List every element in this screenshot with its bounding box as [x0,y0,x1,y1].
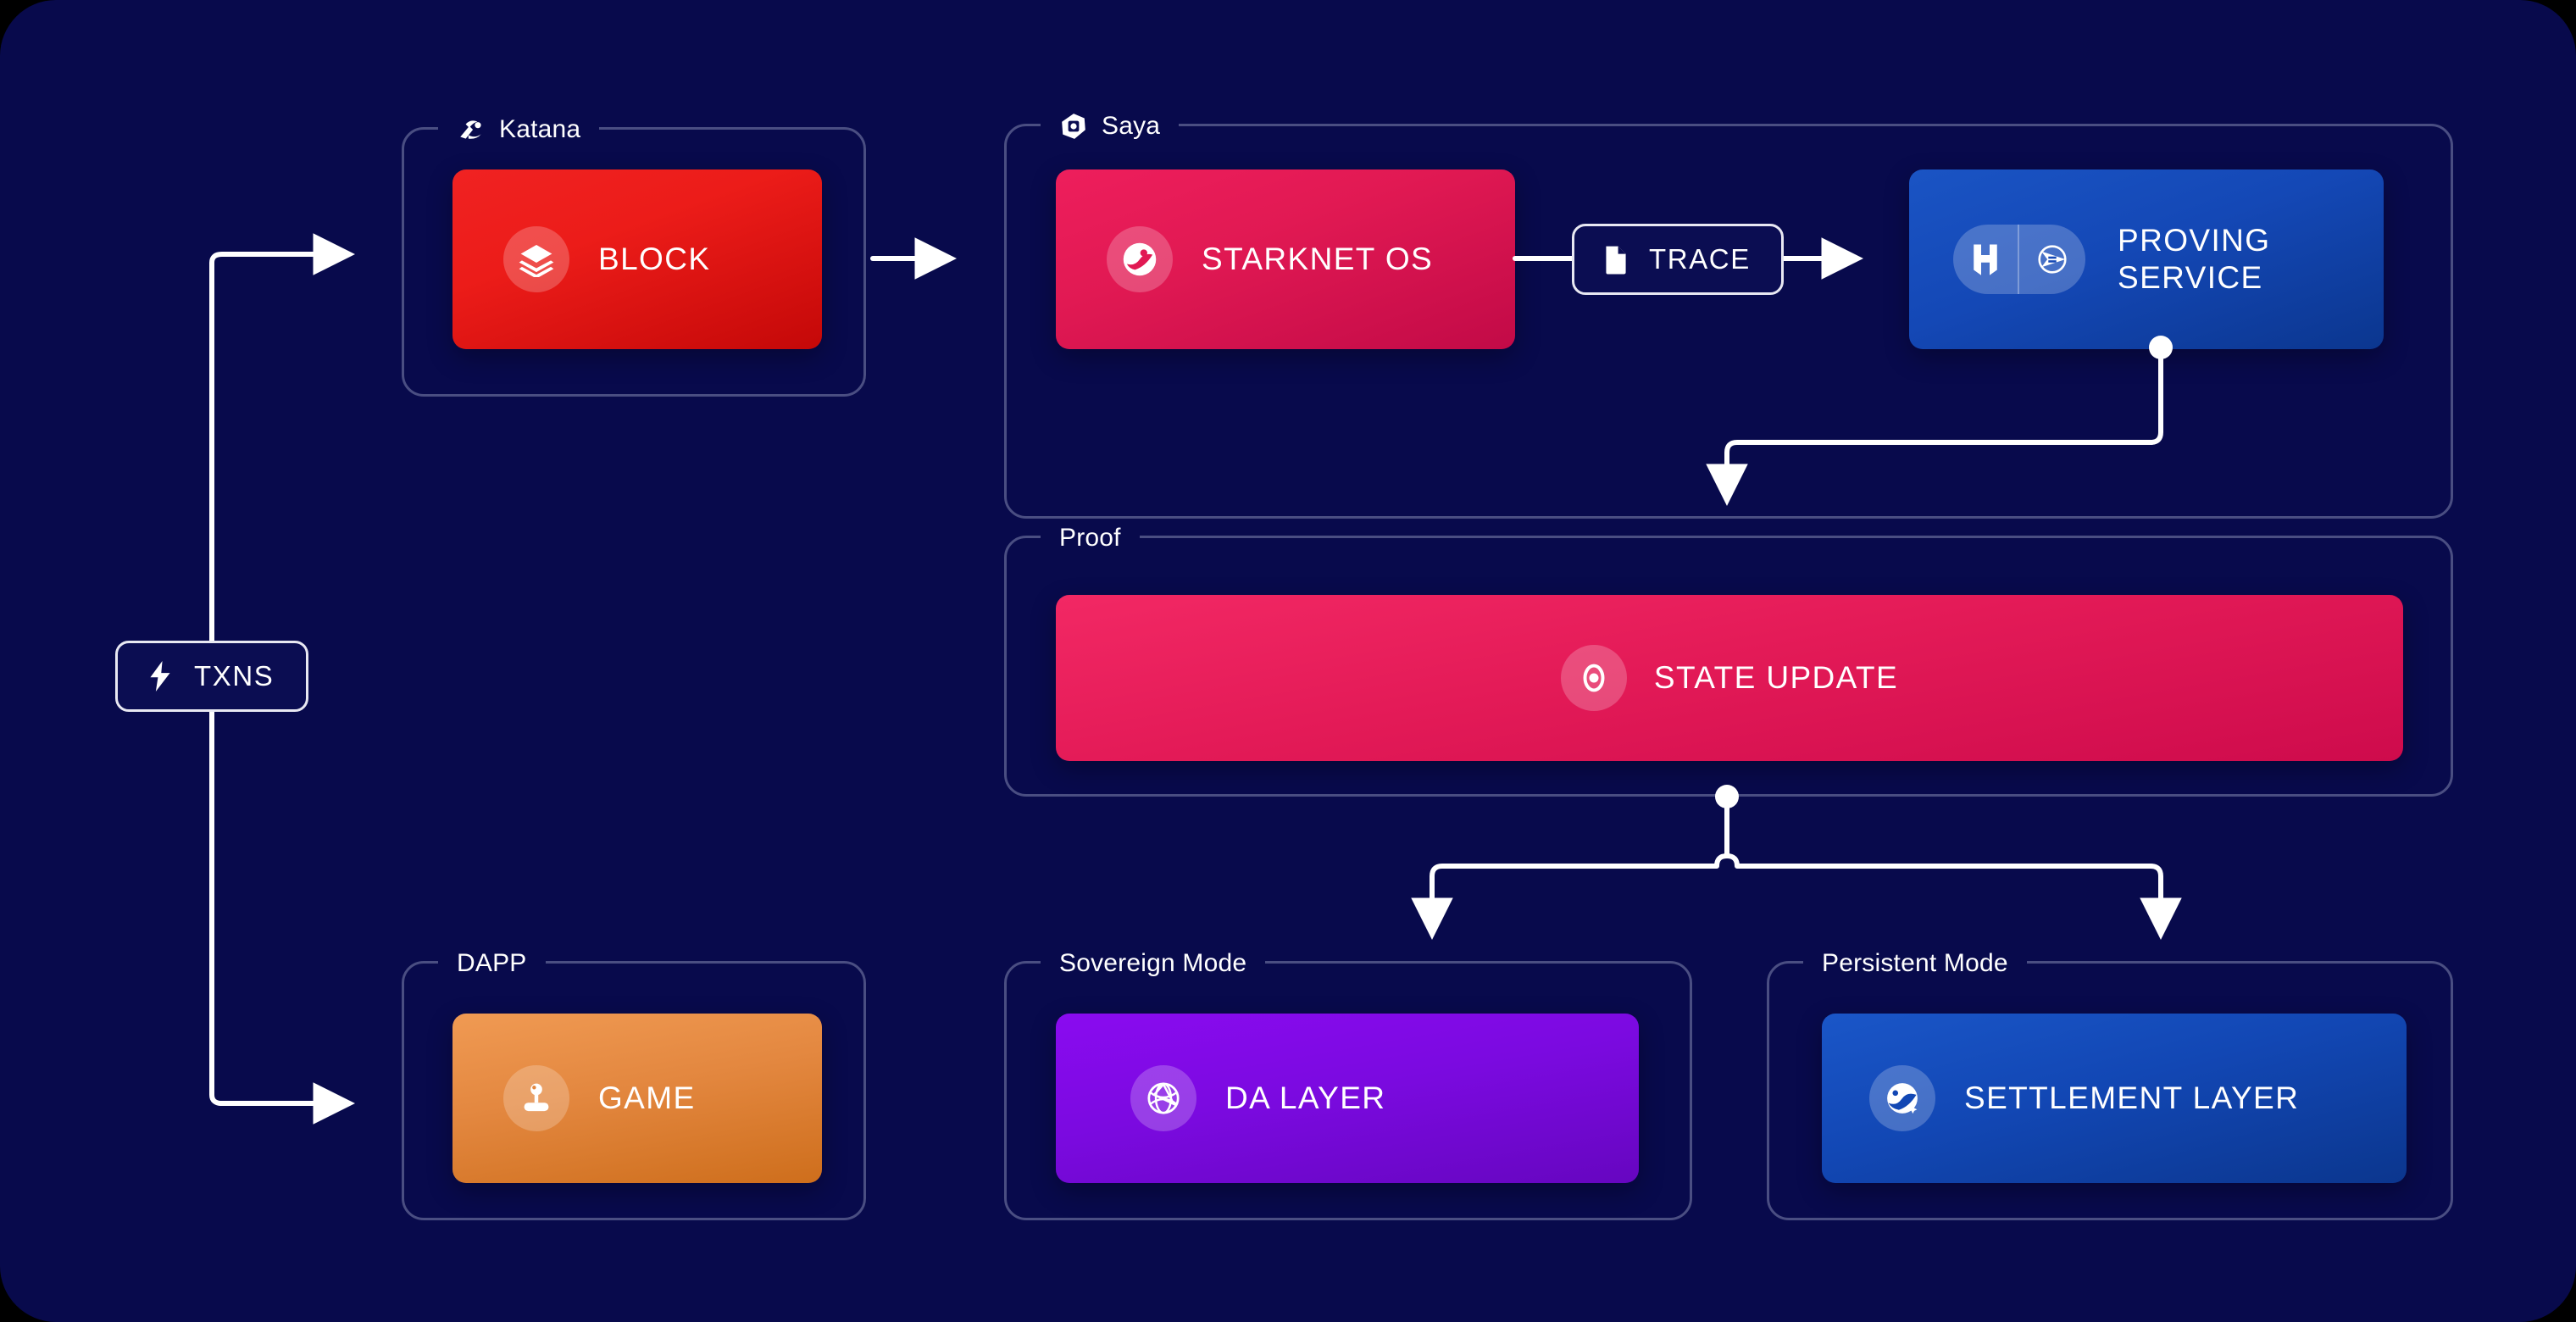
node-starknet-os[interactable]: STARKNET OS [1056,169,1515,349]
node-txns-label: TXNS [194,660,275,692]
katana-logo-icon [457,115,486,144]
node-settlement-layer-inner: SETTLEMENT LAYER [1822,1065,2299,1131]
node-da-layer-label: DA LAYER [1225,1080,1386,1116]
node-settlement-layer[interactable]: SETTLEMENT LAYER [1822,1014,2407,1183]
eye-icon [1560,645,1627,711]
node-trace[interactable]: TRACE [1572,224,1784,295]
group-sovereign-mode: Sovereign Mode [1004,945,1692,1220]
group-label-text: Persistent Mode [1822,949,2008,977]
node-txns[interactable]: TXNS [115,641,308,712]
group-label-saya: Saya [1041,108,1180,145]
layers-stack-icon [503,226,569,292]
starknet-swirl-icon [1869,1065,1935,1131]
group-label-text: DAPP [457,949,527,977]
starknet-logo-icon [1107,226,1173,292]
node-proving-service-inner: PROVING SERVICE [1909,222,2270,296]
group-label-text: Sovereign Mode [1059,949,1247,977]
node-game-inner: GAME [452,1065,696,1131]
saya-logo-icon [1059,112,1088,141]
node-settlement-layer-label: SETTLEMENT LAYER [1964,1080,2300,1116]
group-saya: Saya [1004,108,2453,519]
celestia-globe-icon [1130,1065,1196,1131]
node-state-update-label: STATE UPDATE [1653,660,1899,696]
joystick-icon [503,1065,569,1131]
node-game[interactable]: GAME [452,1014,822,1183]
atlantic-compass-icon [2019,225,2085,294]
node-starknet-os-inner: STARKNET OS [1056,226,1433,292]
node-game-label: GAME [598,1080,696,1116]
group-dapp: DAPP [402,945,866,1220]
node-da-layer[interactable]: DA LAYER [1056,1014,1639,1183]
node-state-update[interactable]: STATE UPDATE [1056,595,2403,761]
group-label-persistent-mode: Persistent Mode [1803,945,2027,982]
group-label-dapp: DAPP [438,945,546,982]
group-label-proof: Proof [1041,519,1140,557]
group-label-text: Proof [1059,524,1121,552]
group-persistent-mode: Persistent Mode [1767,945,2453,1220]
wire-proof-to-persistent [1724,853,2182,940]
proving-service-icon-pair [1953,225,2085,294]
node-state-update-inner: STATE UPDATE [1056,645,2403,711]
group-label-katana: Katana [438,111,600,148]
wire-txns-to-game [209,658,355,1125]
herodotus-h-icon [1953,225,2019,294]
lightning-bolt-icon [147,661,174,692]
node-block-inner: BLOCK [452,226,710,292]
group-label-text: Katana [499,115,581,143]
node-trace-label: TRACE [1649,243,1751,275]
wire-proof-to-sovereign [1411,853,1729,940]
node-block-label: BLOCK [598,242,711,277]
node-proving-service-label: PROVING SERVICE [2118,223,2271,295]
group-katana: Katana [402,111,866,397]
document-file-icon [1603,244,1629,275]
node-starknet-os-label: STARKNET OS [1202,242,1434,277]
group-label-sovereign-mode: Sovereign Mode [1041,945,1266,982]
wire-txns-to-block [209,233,355,664]
node-da-layer-inner: DA LAYER [1056,1065,1385,1131]
node-block[interactable]: BLOCK [452,169,822,349]
node-proving-service[interactable]: PROVING SERVICE [1909,169,2384,349]
group-label-text: Saya [1102,112,1161,140]
